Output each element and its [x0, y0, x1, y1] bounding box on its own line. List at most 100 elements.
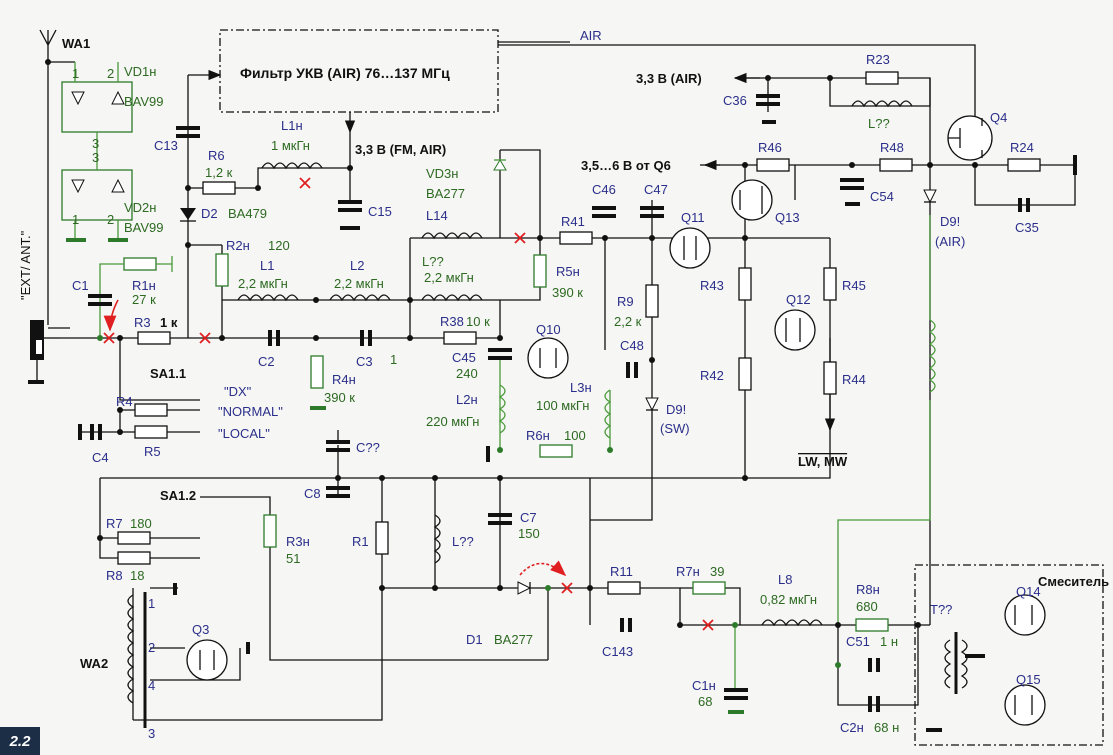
- d9-sw-label: D9!: [666, 402, 686, 417]
- c46-label: C46: [592, 182, 616, 197]
- r8h-value: 680: [856, 599, 878, 614]
- q10-label: Q10: [536, 322, 561, 337]
- r8h-label: R8н: [856, 582, 880, 597]
- filter-title: Фильтр УКВ (AIR) 76…137 МГц: [240, 65, 450, 81]
- r9-body: [645, 284, 659, 318]
- r38-label: R38: [440, 314, 464, 329]
- transistors: [186, 115, 1046, 726]
- c51-value: 1 н: [880, 634, 898, 649]
- cqq-label: C??: [356, 440, 380, 455]
- vd3-type: BA277: [426, 186, 465, 201]
- r7h-label: R7н: [676, 564, 700, 579]
- vd1-pin2: 2: [107, 66, 114, 81]
- capacitors: [88, 94, 1030, 712]
- r6-body: [202, 181, 236, 195]
- r6h-value: 100: [564, 428, 586, 443]
- resistors: [117, 71, 1041, 632]
- r7-label: R7: [106, 516, 123, 531]
- l-top-label: L??: [868, 116, 890, 131]
- c45-value: 240: [456, 366, 478, 381]
- r3-label: R3: [134, 315, 151, 330]
- r3h-body: [263, 514, 277, 548]
- q14-label: Q14: [1016, 584, 1041, 599]
- vd2-label: VD2н: [124, 200, 156, 215]
- mixer-title: Смеситель: [1038, 574, 1109, 589]
- r46-label: R46: [758, 140, 782, 155]
- v33-air-label: 3,3 В (AIR): [636, 71, 702, 86]
- vd2-pin3: 3: [92, 150, 99, 165]
- vd1-pin3: 3: [92, 136, 99, 151]
- r7-body: [117, 531, 151, 545]
- r43-label: R43: [700, 278, 724, 293]
- r24-body: [1007, 158, 1041, 172]
- figure-number-badge: 2.2: [0, 727, 40, 755]
- fm-filter-box: [219, 29, 499, 113]
- r8-value: 18: [130, 568, 144, 583]
- c47-label: C47: [644, 182, 668, 197]
- c2h-value: 68 н: [874, 720, 899, 735]
- sa11-label: SA1.1: [150, 366, 186, 381]
- air-label: AIR: [580, 28, 602, 43]
- r1h-body: [123, 257, 157, 271]
- wa2-label: WA2: [80, 656, 108, 671]
- c1-label: C1: [72, 278, 89, 293]
- r48-label: R48: [880, 140, 904, 155]
- c1h-value: 68: [698, 694, 712, 709]
- r41-label: R41: [561, 214, 585, 229]
- r2h-body: [215, 253, 229, 287]
- c3-value: 1: [390, 352, 397, 367]
- normal-position: "NORMAL": [218, 404, 283, 419]
- r48-body: [879, 158, 913, 172]
- c7-value: 150: [518, 526, 540, 541]
- local-position: "LOCAL": [218, 426, 270, 441]
- r4h-body: [310, 355, 324, 389]
- r8h-body: [855, 618, 889, 632]
- r6-value: 1,2 к: [205, 165, 233, 180]
- wa1-label: WA1: [62, 36, 90, 51]
- r9-label: R9: [617, 294, 634, 309]
- r41-body: [559, 231, 593, 245]
- r44-label: R44: [842, 372, 866, 387]
- l8-value: 0,82 мкГн: [760, 592, 817, 607]
- r4h-label: R4н: [332, 372, 356, 387]
- r3h-label: R3н: [286, 534, 310, 549]
- vd2-pin2: 2: [107, 212, 114, 227]
- d2-type: BA479: [228, 206, 267, 221]
- d2-label: D2: [201, 206, 218, 221]
- vd1-pin1: 1: [72, 66, 79, 81]
- d9-sw-sub: (SW): [660, 421, 690, 436]
- c51-label: C51: [846, 634, 870, 649]
- l1-value: 2,2 мкГн: [238, 276, 288, 291]
- r9-value: 2,2 к: [614, 314, 642, 329]
- r7h-value: 39: [710, 564, 724, 579]
- r7-value: 180: [130, 516, 152, 531]
- r6-label: R6: [208, 148, 225, 163]
- r7h-body: [692, 581, 726, 595]
- d9-air-label: D9!: [940, 214, 960, 229]
- vd1-type: BAV99: [124, 94, 164, 109]
- l-mid-label: L??: [452, 534, 474, 549]
- lqq-label: L??: [422, 254, 444, 269]
- lw-mw-label: LW, MW: [798, 454, 848, 469]
- q3-label: Q3: [192, 622, 209, 637]
- r3-body: [137, 331, 171, 345]
- c4-label: C4: [92, 450, 109, 465]
- wa2-pin3: 3: [148, 726, 155, 741]
- r42-label: R42: [700, 368, 724, 383]
- c143-label: C143: [602, 644, 633, 659]
- v35-q6-label: 3,5…6 В от Q6: [581, 158, 671, 173]
- r8-label: R8: [106, 568, 123, 583]
- r6h-label: R6н: [526, 428, 550, 443]
- lqq-value: 2,2 мкГн: [424, 270, 474, 285]
- r6h-body: [539, 444, 573, 458]
- q11-label: Q11: [681, 210, 705, 225]
- tqq-label: T??: [930, 602, 952, 617]
- r11-label: R11: [610, 564, 633, 579]
- r5h-body: [533, 254, 547, 288]
- c45-label: C45: [452, 350, 476, 365]
- wa2-pin1: 1: [148, 596, 155, 611]
- c2-label: C2: [258, 354, 275, 369]
- l8-label: L8: [778, 572, 792, 587]
- r44-body: [823, 361, 837, 395]
